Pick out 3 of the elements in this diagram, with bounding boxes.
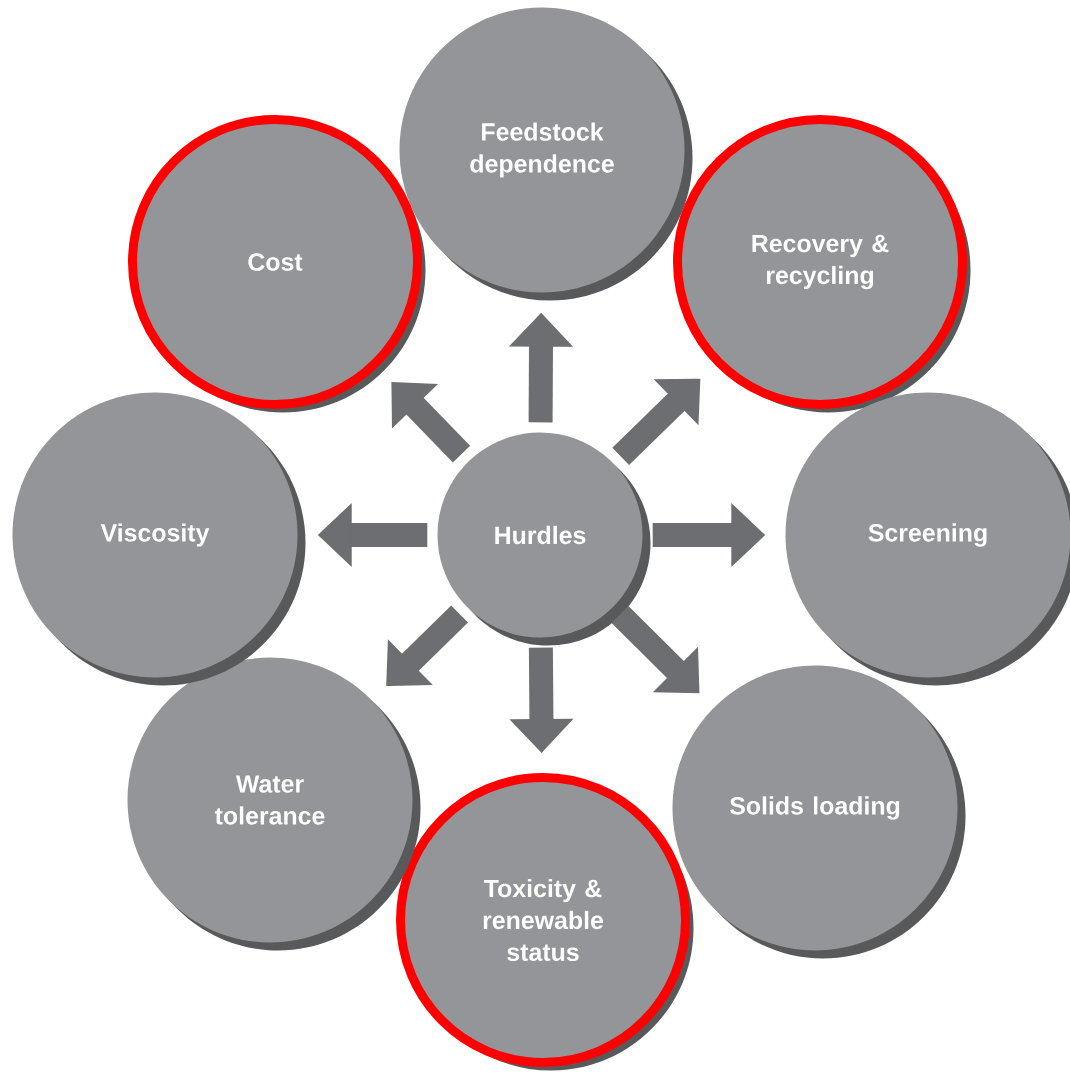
block-arrow — [611, 605, 700, 694]
block-arrow — [612, 378, 701, 465]
block-arrow — [386, 605, 468, 686]
